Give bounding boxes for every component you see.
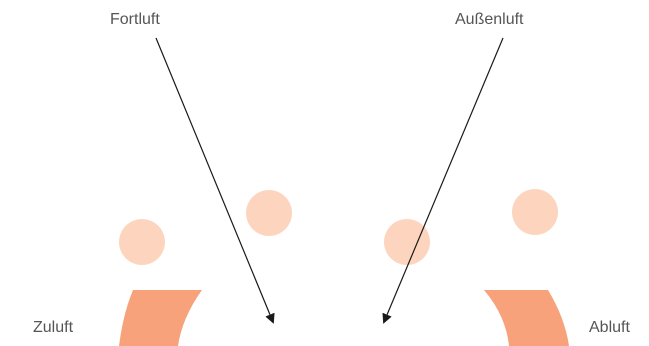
- zuluft-label: Zuluft: [33, 319, 74, 336]
- right-lower-circle: [384, 219, 430, 265]
- fortluft-arrow: [155, 37, 275, 324]
- left-upper-circle: [246, 190, 292, 236]
- abluft-label: Abluft: [589, 319, 630, 336]
- left-lower-circle: [119, 219, 165, 265]
- left-orange-band: [119, 290, 202, 346]
- aussenluft-arrow: [382, 37, 504, 324]
- aussenluft-label: Außenluft: [455, 11, 524, 28]
- fortluft-label: Fortluft: [110, 11, 160, 28]
- right-upper-circle: [512, 189, 558, 235]
- right-orange-band: [484, 290, 569, 346]
